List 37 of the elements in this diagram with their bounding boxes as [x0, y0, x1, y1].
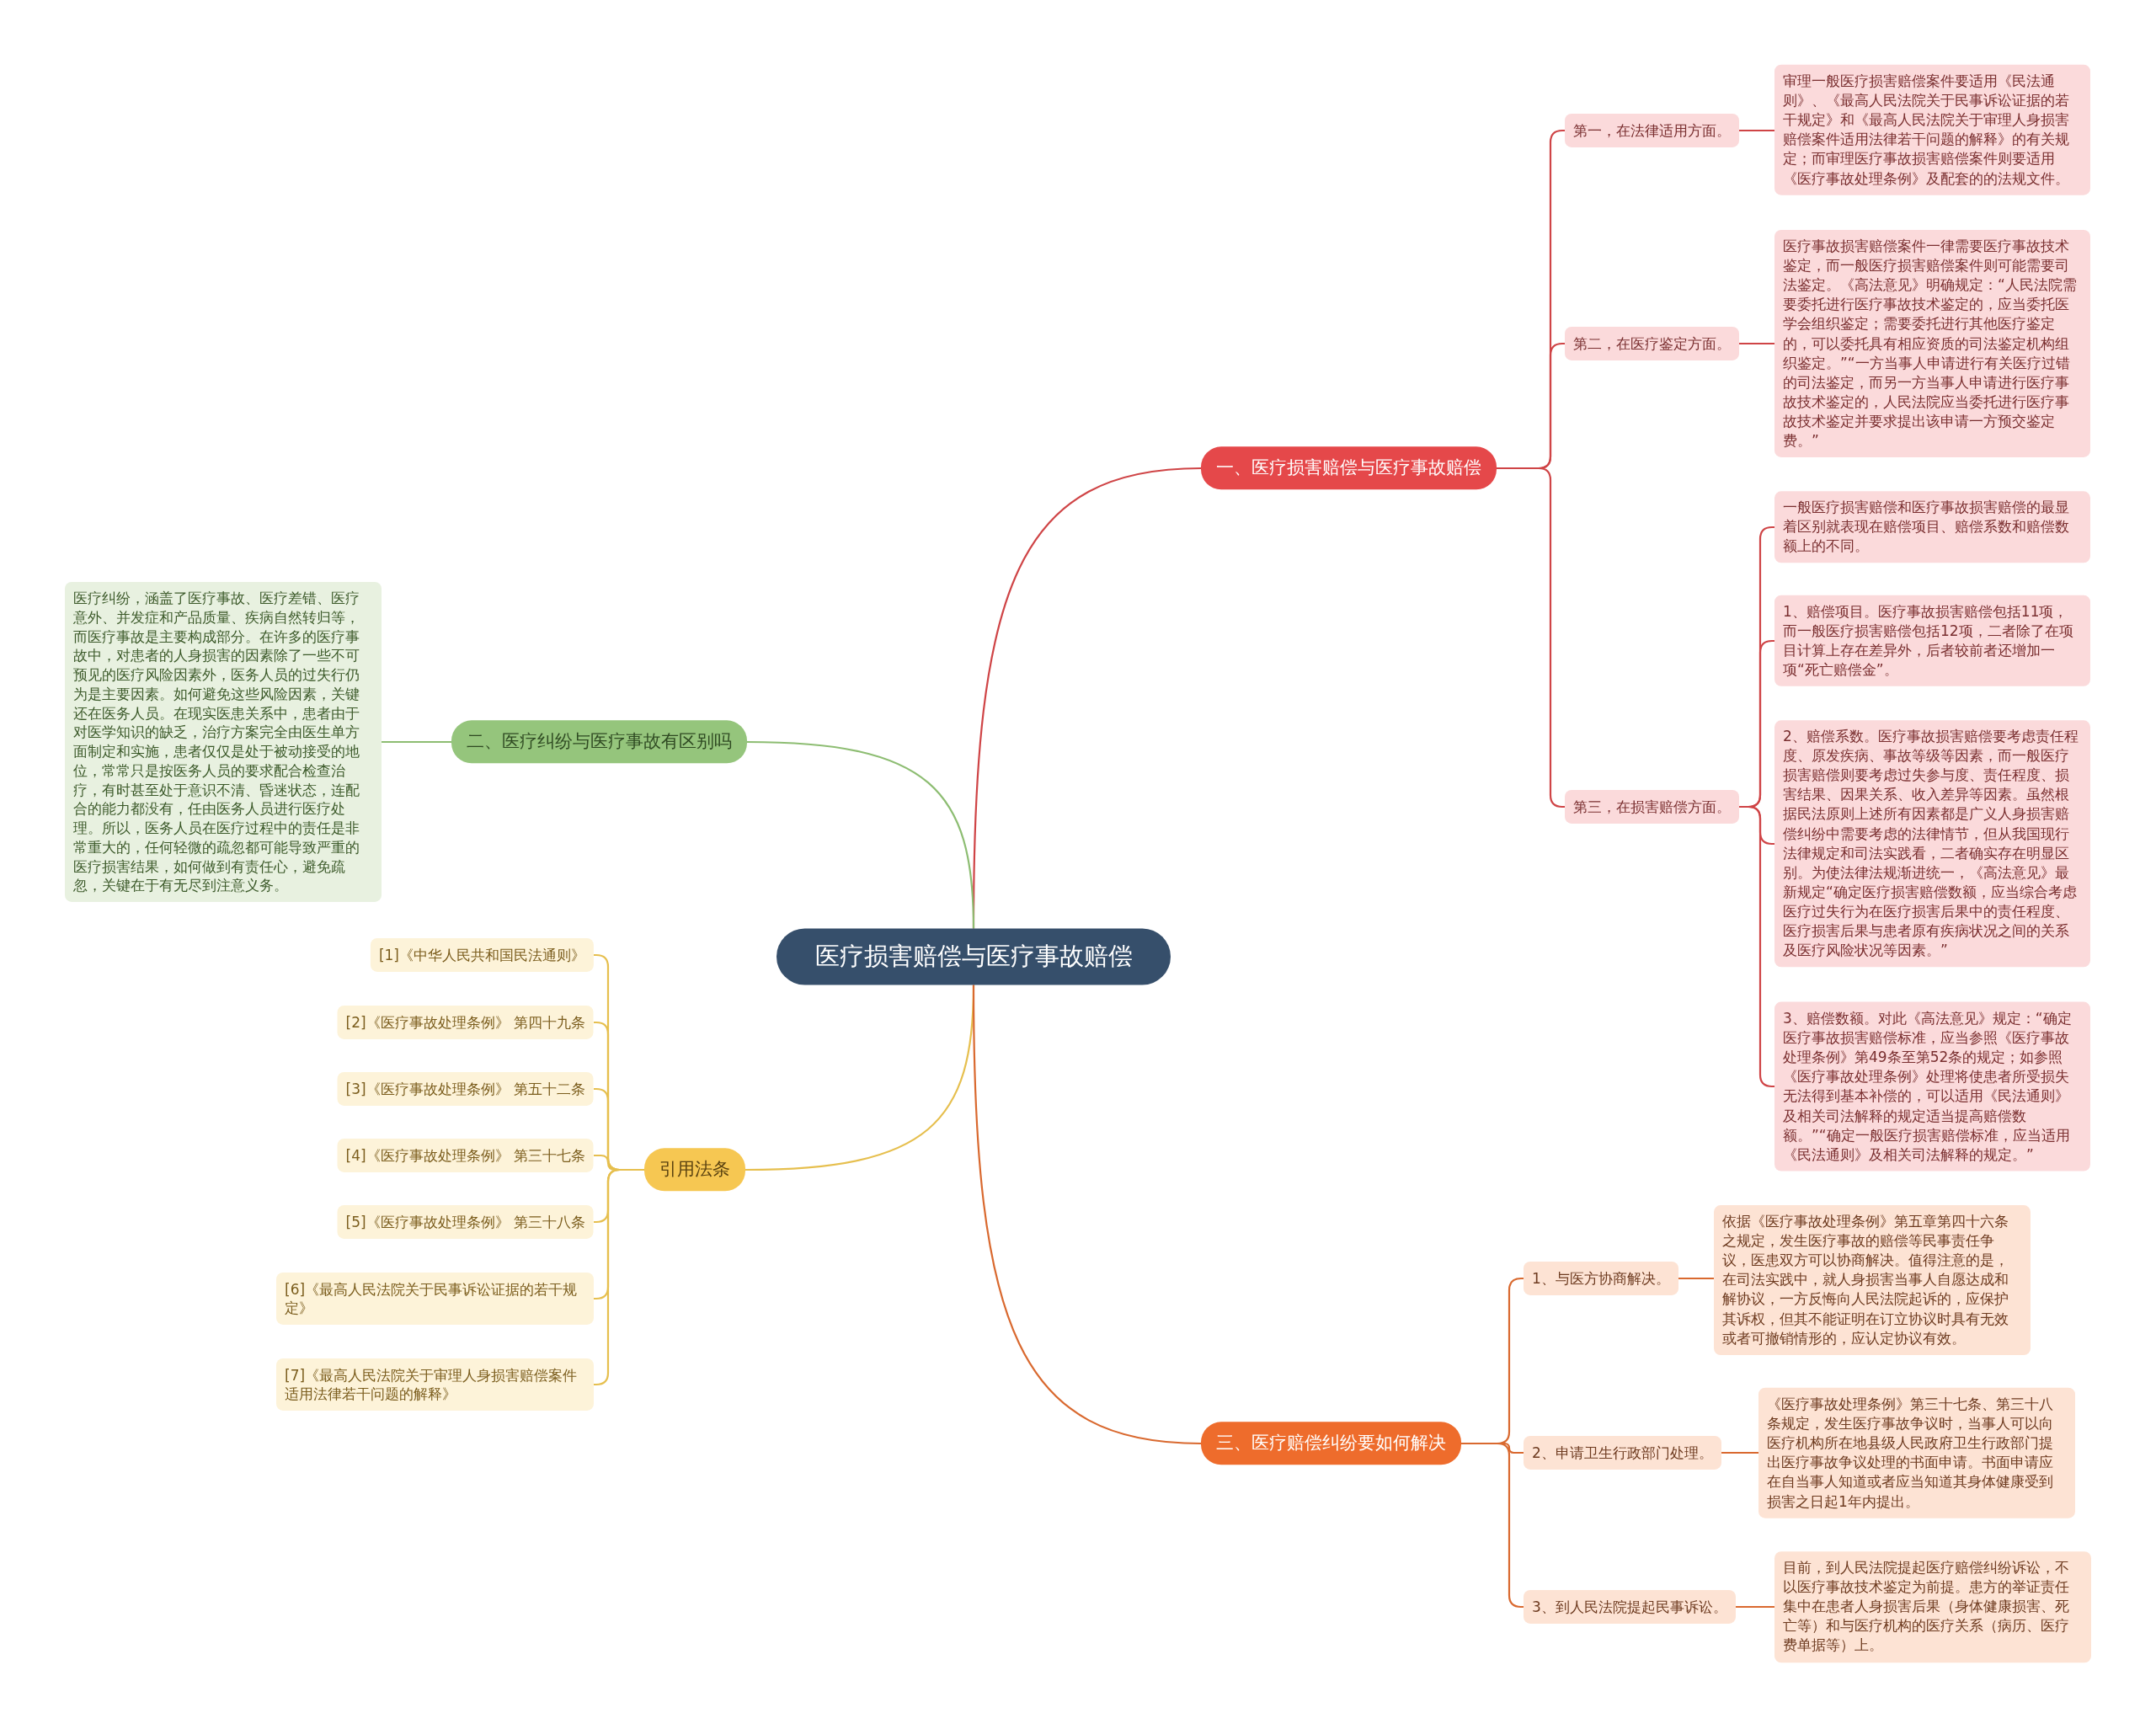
connector-line: [1739, 129, 1774, 132]
branch-topic: 引用法条: [644, 1148, 745, 1192]
detail-note: 目前，到人民法院提起医疗赔偿纠纷诉讼，不以医疗事故技术鉴定为前提。患方的举证责任集中在患者人身损害后果（身体健康损害、死亡等）和与医疗机构的医疗关系（病历、医疗费单据等）上。: [1774, 1551, 2091, 1662]
detail-note: 3、赔偿数额。对此《高法意见》规定：“确定医疗事故损害赔偿标准，应当参照《医疗事故处理条例》第49条至第52条的规定；如参照《医疗事故处理条例》处理将使患者所受损失无法得到基本补偿的，可以适用《民法通则》及相关司法解释的规定适当提高赔偿数额。”“确定一般医疗损害赔偿标准，应当适用《民法通则》及相关司法解释的规定。”: [1774, 1001, 2090, 1171]
branch-topic: 三、医疗赔偿纠纷要如何解决: [1201, 1422, 1461, 1465]
subtopic: 第三，在损害赔偿方面。: [1565, 789, 1739, 824]
detail-note: 1、赔偿项目。医疗事故损害赔偿包括11项，而一般医疗损害赔偿包括12项，二者除了在项目计算上存在差异外，后者较前者还增加一项“死亡赔偿金”。: [1774, 595, 2090, 687]
detail-note: 医疗事故损害赔偿案件一律需要医疗事故技术鉴定，而一般医疗损害赔偿案件则可能需要司法鉴定。《高法意见》明确规定：“人民法院需要委托进行医疗事故技术鉴定的，应当委托医学会组织鉴定；需要委托进行其他医疗鉴定的，可以委托具有相应资质的司法鉴定机构组织鉴定。”“一方当事人申请进行有关医疗过错的司法鉴定，而另一方当事人申请进行医疗事故技术鉴定的，人民法院应当委托进行医疗事故技术鉴定并要求提出该申请一方预交鉴定费。”: [1774, 229, 2090, 458]
connector-line: [972, 985, 1202, 1445]
detail-note: 2、赔偿系数。医疗事故损害赔偿要考虑责任程度、原发疾病、事故等级等因素，而一般医疗损害赔偿则要考虑过失参与度、责任程度、损害结果、因果关系、收入差异等因素。虽然根据民法原则上述所有因素都是广义人身损害赔偿纠纷中需要考虑的法律情节，但从我国现行法律规定和司法实践看，二者确实存在明显区别。为使法律法规渐进统一，《高法意见》最新规定“确定医疗损害赔偿数额，应当综合考虑医疗过失行为在医疗损害后果中的责任程度、医疗损害后果与患者原有疾病状况之间的关系及医疗风险状况等因素。”: [1774, 720, 2090, 968]
connector-line: [1497, 467, 1565, 808]
branch-topic: 二、医疗纠纷与医疗事故有区别吗: [451, 720, 747, 764]
subtopic: 1、与医方协商解决。: [1524, 1261, 1678, 1296]
citation-item: [3]《医疗事故处理条例》 第五十二条: [337, 1071, 594, 1107]
subtopic: 第二，在医疗鉴定方面。: [1565, 326, 1739, 361]
detail-note: 审理一般医疗损害赔偿案件要适用《民法通则》、《最高人民法院关于民事诉讼证据的若干规定》和《最高人民法院关于审理人身损害赔偿案件适用法律若干问题的解释》的有关规定；而审理医疗事故损害赔偿案件则要适用《医疗事故处理条例》及配套的的法规文件。: [1774, 64, 2090, 195]
citation-item: [5]《医疗事故处理条例》 第三十八条: [337, 1204, 594, 1240]
branch-topic: 一、医疗损害赔偿与医疗事故赔偿: [1201, 446, 1497, 490]
citation-item: [7]《最高人民法院关于审理人身损害赔偿案件适用法律若干问题的解释》: [276, 1358, 594, 1411]
detail-note: 《医疗事故处理条例》第三十七条、第三十八条规定，发生医疗事故争议时，当事人可以向医疗机构所在地县级人民政府卫生行政部门提出医疗事故争议处理的书面申请。书面申请应在自当事人知道或者应当知道其身体健康受到损害之日起1年内提出。: [1758, 1387, 2075, 1518]
connector-line: [1735, 1605, 1774, 1609]
connector-line: [1739, 342, 1774, 345]
citation-item: [6]《最高人民法院关于民事诉讼证据的若干规定》: [276, 1272, 594, 1326]
connector-line: [382, 740, 451, 744]
subtopic: 2、申请卫生行政部门处理。: [1524, 1435, 1721, 1470]
detail-note: 依据《医疗事故处理条例》第五章第四十六条之规定，发生医疗事故的赔偿等民事责任争议，医患双方可以协商解决。值得注意的是，在司法实践中，就人身损害当事人自愿达成和解协议，一方反悔向人民法院起诉的，应保护其诉权，但其不能证明在订立协议时具有无效或者可撤销情形的，应认定协议有效。: [1714, 1205, 2031, 1355]
citation-item: [1]《中华人民共和国民法通则》: [370, 937, 594, 973]
detail-note: 医疗纠纷，涵盖了医疗事故、医疗差错、医疗意外、并发症和产品质量、疾病自然转归等，而医疗事故是主要构成部分。在许多的医疗事故中，对患者的人身损害的因素除了一些不可预见的医疗风险因素外，医务人员的过失行仍为是主要因素。如何避免这些风险因素，关键还在医务人员。在现实医患关系中，患者由于对医学知识的缺乏，治疗方案完全由医生单方面制定和实施，患者仅仅是处于被动接受的地位，常常只是按医务人员的要求配合检查治疗，有时甚至处于意识不清、昏迷状态，连配合的能力都没有，任由医务人员进行医疗处理。所以，医务人员在医疗过程中的责任是非常重大的，任何轻微的疏忽都可能导致严重的医疗损害结果，如何做到有责任心，避免疏忽，关键在于有无尽到注意义务。: [65, 581, 382, 903]
citation-item: [4]《医疗事故处理条例》 第三十七条: [337, 1138, 594, 1173]
connector-line: [1678, 1277, 1714, 1280]
subtopic: 3、到人民法院提起民事诉讼。: [1524, 1589, 1736, 1625]
detail-note: 一般医疗损害赔偿和医疗事故损害赔偿的最显着区别就表现在赔偿项目、赔偿系数和赔偿数额上的不同。: [1774, 491, 2090, 563]
central-topic: 医疗损害赔偿与医疗事故赔偿: [776, 928, 1171, 985]
connector-line: [1721, 1451, 1758, 1454]
subtopic: 第一，在法律适用方面。: [1565, 113, 1739, 148]
connector-line: [746, 740, 975, 929]
citation-item: [2]《医疗事故处理条例》 第四十九条: [337, 1005, 594, 1040]
